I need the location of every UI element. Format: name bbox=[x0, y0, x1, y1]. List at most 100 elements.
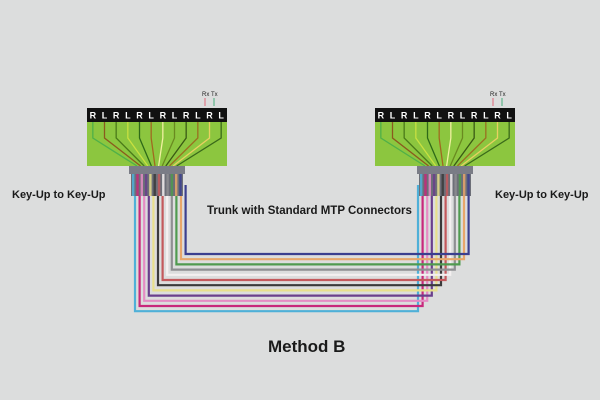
port-label-R: R bbox=[378, 111, 385, 121]
panel-wire bbox=[464, 122, 510, 167]
panel-wire bbox=[445, 122, 452, 167]
tx-label: Tx bbox=[499, 92, 506, 98]
connector-fiber-orange bbox=[175, 174, 178, 196]
connector-fiber-slate bbox=[454, 174, 457, 196]
port-label-R: R bbox=[424, 111, 431, 121]
panel-wire bbox=[115, 122, 145, 167]
panel-wire bbox=[391, 122, 429, 167]
panel-wire bbox=[426, 122, 440, 167]
connector-fiber-blue bbox=[179, 174, 182, 196]
connector-fiber-orange bbox=[463, 174, 466, 196]
right-connector-label: Key-Up to Key-Up bbox=[495, 189, 589, 201]
connector-fiber-white bbox=[450, 174, 453, 196]
fiber-black bbox=[156, 185, 443, 287]
mtp-connector bbox=[419, 174, 471, 196]
method-title: Method B bbox=[268, 337, 346, 356]
panel-body bbox=[375, 122, 515, 166]
connector-fiber-white bbox=[162, 174, 165, 196]
trunk-label: Trunk with Standard MTP Connectors bbox=[207, 205, 412, 217]
panel-wire bbox=[172, 122, 211, 167]
connector-fiber-black bbox=[441, 174, 444, 196]
port-label-R: R bbox=[113, 111, 120, 121]
port-label-L: L bbox=[460, 111, 466, 121]
connector-fiber-magenta bbox=[136, 174, 139, 196]
mtp-connector bbox=[131, 174, 183, 196]
port-label-R: R bbox=[90, 111, 97, 121]
port-label-R: R bbox=[160, 111, 167, 121]
port-label-R: R bbox=[494, 111, 501, 121]
mtp-connector-body bbox=[131, 174, 183, 196]
fiber-magenta bbox=[138, 185, 424, 308]
connector-fiber-rose bbox=[428, 174, 431, 196]
port-label-R: R bbox=[401, 111, 408, 121]
port-label-R: R bbox=[448, 111, 455, 121]
fiber-green bbox=[175, 185, 461, 266]
connector-fiber-blue bbox=[467, 174, 470, 196]
connector-fiber-aqua bbox=[132, 174, 135, 196]
panel-header bbox=[87, 108, 227, 122]
panel-header bbox=[375, 108, 515, 122]
fiber-blue bbox=[184, 185, 470, 256]
fiber-red bbox=[161, 185, 447, 282]
connector-fiber-rose bbox=[140, 174, 143, 196]
connector-fiber-violet bbox=[144, 174, 148, 196]
port-label-R: R bbox=[206, 111, 213, 121]
connector-fiber-red bbox=[157, 174, 161, 196]
connector-fiber-violet bbox=[432, 174, 436, 196]
panel-wire bbox=[438, 122, 444, 167]
panel-wire bbox=[453, 122, 475, 167]
fiber-violet bbox=[147, 185, 433, 297]
panel-wire bbox=[176, 122, 222, 167]
left-connector-label: Key-Up to Key-Up bbox=[12, 189, 106, 201]
rx-label: Rx bbox=[490, 92, 497, 98]
trunk-fibers bbox=[133, 185, 470, 313]
connector-fiber-black bbox=[153, 174, 156, 196]
port-label-L: L bbox=[125, 111, 131, 121]
fiber-slate bbox=[170, 185, 456, 271]
port-label-R: R bbox=[471, 111, 478, 121]
panel-wire bbox=[415, 122, 437, 167]
panel-wire bbox=[380, 122, 426, 167]
panel-wire bbox=[168, 122, 199, 167]
mtp-connector-boot bbox=[417, 166, 473, 174]
tx-label: Tx bbox=[211, 92, 218, 98]
port-label-L: L bbox=[148, 111, 154, 121]
connector-fiber-red bbox=[445, 174, 449, 196]
port-label-R: R bbox=[183, 111, 190, 121]
panel-wire bbox=[92, 122, 138, 167]
connector-fiber-green bbox=[458, 174, 462, 196]
port-label-L: L bbox=[195, 111, 201, 121]
port-label-L: L bbox=[413, 111, 419, 121]
connector-fiber-yellow bbox=[149, 174, 152, 196]
port-label-L: L bbox=[172, 111, 178, 121]
fiber-white bbox=[166, 185, 452, 276]
fiber-rose bbox=[143, 185, 429, 302]
port-label-L: L bbox=[102, 111, 108, 121]
mtp-connector-body bbox=[419, 174, 471, 196]
panel-wire bbox=[150, 122, 156, 167]
panel-wire bbox=[403, 122, 433, 167]
panel-wire bbox=[161, 122, 176, 167]
rx-label: Rx bbox=[202, 92, 209, 98]
connector-fiber-yellow bbox=[437, 174, 440, 196]
port-label-R: R bbox=[136, 111, 143, 121]
connector-fiber-aqua bbox=[420, 174, 423, 196]
panel-wire bbox=[157, 122, 164, 167]
port-label-L: L bbox=[436, 111, 442, 121]
fiber-orange bbox=[179, 185, 466, 261]
panel-wire bbox=[456, 122, 487, 167]
connector-fiber-green bbox=[170, 174, 174, 196]
panel-wire bbox=[449, 122, 464, 167]
connector-fiber-magenta bbox=[424, 174, 427, 196]
panel-wire bbox=[103, 122, 141, 167]
panel-wire bbox=[138, 122, 152, 167]
port-label-L: L bbox=[218, 111, 224, 121]
port-label-L: L bbox=[506, 111, 512, 121]
connector-fiber-slate bbox=[166, 174, 169, 196]
panel-wire bbox=[127, 122, 149, 167]
panel-wire bbox=[460, 122, 499, 167]
